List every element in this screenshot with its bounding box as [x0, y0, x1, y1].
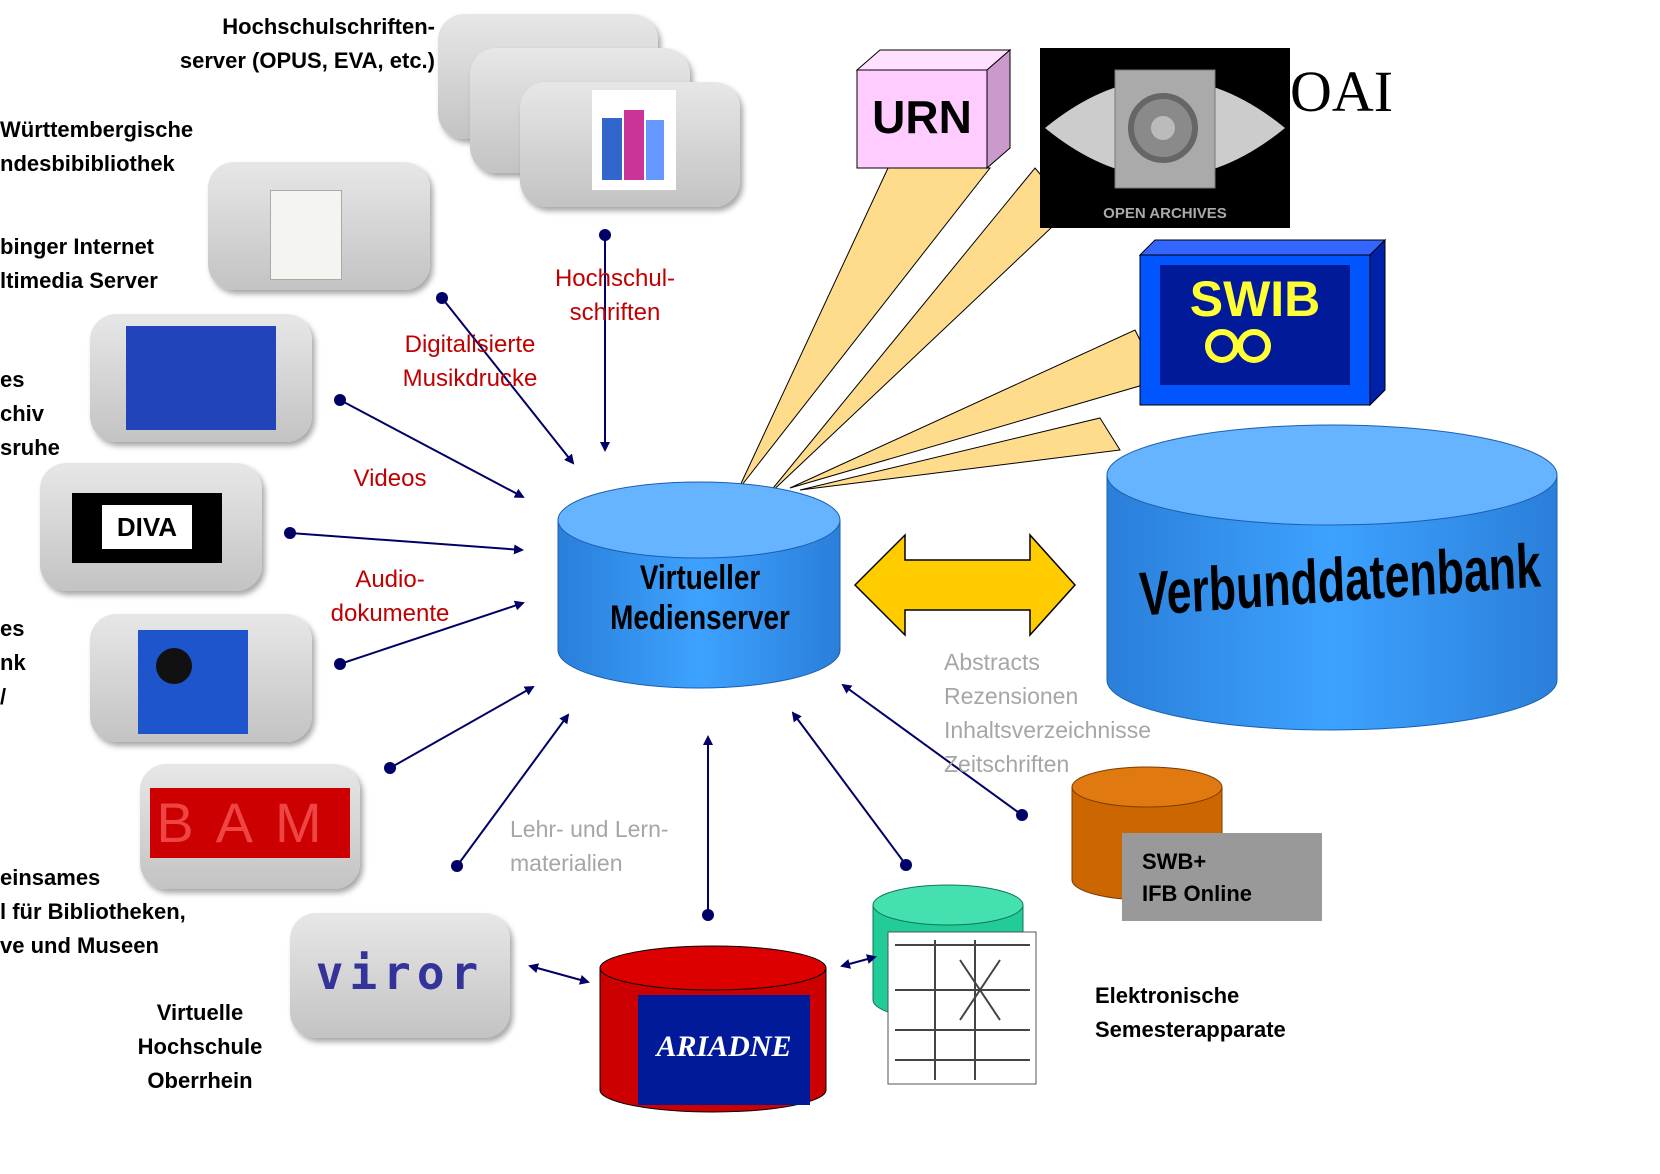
label-elektronische: Elektronische Semesterapparate: [1095, 983, 1286, 1042]
connectors: [289, 235, 1023, 985]
label-hochschulschriftenserver: Hochschulschriften- server (OPUS, EVA, e…: [179, 14, 435, 73]
oai-logo: [1040, 48, 1290, 228]
label-musikdrucke: Digitalisierte Musikdrucke: [402, 331, 538, 392]
label-videos: Videos: [353, 465, 427, 492]
arrow-abstracts: [841, 683, 1023, 816]
bam-tile: BAM: [140, 764, 360, 889]
arrow-diva: [289, 532, 524, 555]
diva-logo: DIVA: [72, 493, 222, 563]
swib-text: SWIB: [1189, 271, 1321, 327]
bam-text: BAM: [156, 791, 344, 854]
arrow-semester-ariadne: [840, 954, 877, 969]
verbunddatenbank-cylinder: [1106, 424, 1558, 731]
arrow-musikdrucke: [441, 297, 575, 465]
label-audio: Audio- dokumente: [330, 566, 450, 627]
cover-image: [138, 630, 248, 734]
arrow-lehr: [456, 713, 570, 867]
double-arrow: [853, 533, 1077, 637]
medienserver-cylinder: [557, 481, 841, 689]
label-bank: es nk /: [0, 616, 26, 709]
swb-label: SWB+ IFB Online: [1142, 849, 1252, 906]
label-gemeinsames: einsames l für Bibliotheken, ve und Muse…: [0, 865, 186, 958]
oai-title: OAI: [1290, 59, 1394, 124]
label-archiv: es chiv sruhe: [0, 367, 60, 460]
bank-tile: [90, 614, 312, 742]
label-landesbibliothek: Württembergische ndesbibibliothek: [0, 117, 194, 176]
ariadne-text: ARIADNE: [656, 1030, 792, 1063]
label-viror: Virtuelle Hochschule Oberrhein: [137, 1000, 263, 1093]
bam-logo: BAM: [150, 788, 350, 858]
swb-box: [1122, 833, 1322, 921]
open-archives-text: OPEN ARCHIVES: [1103, 205, 1227, 222]
label-abstracts: Abstracts Rezensionen Inhaltsverzeichnis…: [944, 649, 1152, 777]
urn-cube: [855, 48, 1012, 170]
landesbibliothek-tile: [208, 162, 430, 290]
viror-tile: viror: [290, 913, 510, 1038]
opus-tile-front: [520, 82, 740, 207]
arrow-semester: [791, 711, 907, 866]
swib-logo: [1138, 238, 1387, 407]
diva-text: DIVA: [102, 505, 192, 549]
urn-label: URN: [872, 91, 972, 143]
label-tuebinger: binger Internet ltimedia Server: [0, 234, 158, 293]
archiv-tile: [90, 314, 312, 442]
arrow-audio: [339, 600, 525, 665]
arrow-bam: [389, 686, 535, 769]
video-still: [126, 326, 276, 430]
books-icon: [592, 90, 676, 190]
semester-cylinder: [872, 884, 1037, 1085]
medienserver-label: Virtueller Medienserver: [610, 559, 790, 637]
arrow-viror-ariadne: [528, 963, 590, 985]
beam-verbund: [799, 417, 1121, 491]
label-lehr: Lehr- und Lern- materialien: [510, 816, 669, 876]
document-thumbnail: [270, 190, 342, 280]
diva-tile: DIVA: [40, 463, 262, 591]
ariadne-cylinder: [599, 945, 827, 1113]
label-hochschulschriften-flow: Hochschul- schriften: [554, 265, 676, 326]
arrow-archiv: [339, 399, 525, 498]
viror-logo: viror: [315, 946, 485, 1000]
beam-urn: [737, 167, 992, 491]
connector-dots: [284, 229, 1028, 921]
